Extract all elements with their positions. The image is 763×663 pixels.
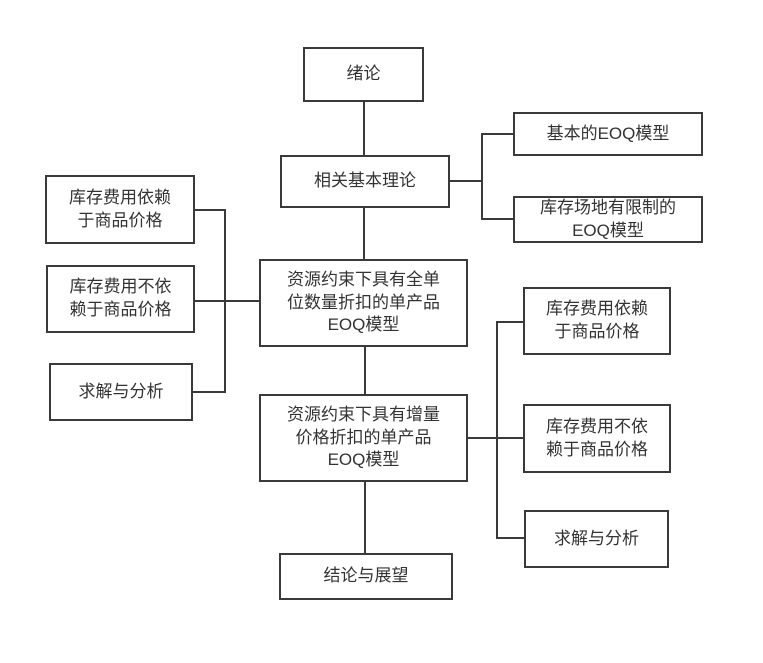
node-limited-space-eoq-model: 库存场地有限制的 EOQ模型 — [513, 196, 703, 243]
connector-left-solve-rail — [193, 391, 224, 393]
node-right-solve-analysis: 求解与分析 — [524, 510, 669, 568]
connector-rail-right-solve — [498, 537, 524, 539]
connector-incremental-conclusion — [364, 482, 366, 553]
node-right-holding-cost-independent: 库存费用不依 赖于商品价格 — [523, 404, 671, 473]
node-left-solve-analysis: 求解与分析 — [49, 363, 193, 421]
node-introduction: 绪论 — [303, 47, 424, 102]
connector-theory-right-rail — [450, 180, 483, 182]
node-conclusion-outlook: 结论与展望 — [279, 553, 453, 600]
node-right-holding-cost-dependent: 库存费用依赖 于商品价格 — [523, 287, 671, 355]
node-basic-theory: 相关基本理论 — [280, 155, 450, 208]
node-incremental-discount-model: 资源约束下具有增量 价格折扣的单产品 EOQ模型 — [259, 394, 468, 482]
connector-allunit-incremental — [364, 347, 366, 394]
connector-rail-limited-eoq — [483, 218, 513, 220]
node-basic-eoq-model: 基本的EOQ模型 — [513, 112, 703, 156]
connector-rail-right-dependent — [498, 321, 523, 323]
connector-left-independent-allunit — [195, 300, 259, 302]
connector-left-dependent-rail — [195, 209, 224, 211]
rail-bottom-right — [496, 321, 498, 539]
node-left-holding-cost-independent: 库存费用不依 赖于商品价格 — [46, 265, 195, 333]
node-left-holding-cost-dependent: 库存费用依赖 于商品价格 — [45, 175, 195, 244]
connector-intro-theory — [363, 102, 365, 155]
connector-incremental-right-independent — [468, 437, 523, 439]
rail-top-right — [481, 133, 483, 220]
connector-theory-allunit — [363, 208, 365, 259]
connector-rail-basic-eoq — [483, 133, 513, 135]
node-all-unit-discount-model: 资源约束下具有全单 位数量折扣的单产品 EOQ模型 — [259, 259, 468, 347]
